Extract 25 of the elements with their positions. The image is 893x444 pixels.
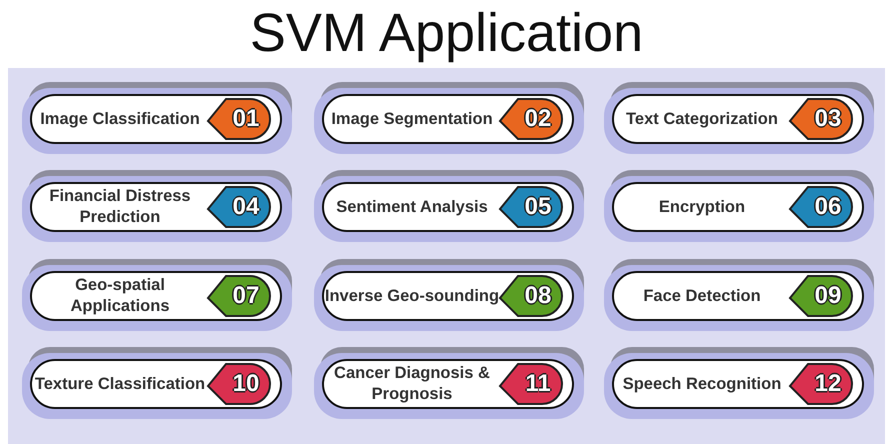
application-label: Image Segmentation (330, 108, 494, 130)
title: SVM Application (248, 2, 644, 64)
application-label: Inverse Geo-sounding (324, 286, 500, 306)
application-label: Text Categorization (625, 108, 779, 130)
application-label: Sentiment Analysis (335, 196, 489, 218)
number-badge: 07 (206, 274, 272, 318)
application-label: Geo-spatial Applications (69, 275, 170, 317)
application-label: Face Detection (642, 286, 762, 306)
number-badge: 09 (788, 274, 854, 318)
number-badge: 12 (788, 362, 854, 406)
number-badge: 08 (498, 274, 564, 318)
application-label: Texture Classification (34, 374, 206, 394)
number-badge: 03 (788, 97, 854, 141)
number-badge: 06 (788, 185, 854, 229)
application-label: Image Classification (39, 108, 201, 130)
application-label: Financial Distress Prediction (48, 186, 192, 228)
number-badge: 04 (206, 185, 272, 229)
application-label: Encryption (658, 196, 746, 218)
application-label: Speech Recognition (622, 374, 782, 394)
application-label: Cancer Diagnosis & Prognosis (333, 363, 491, 405)
number-badge: 10 (206, 362, 272, 406)
number-badge: 02 (498, 97, 564, 141)
number-badge: 05 (498, 185, 564, 229)
number-badge: 11 (498, 362, 564, 406)
number-badge: 01 (206, 97, 272, 141)
